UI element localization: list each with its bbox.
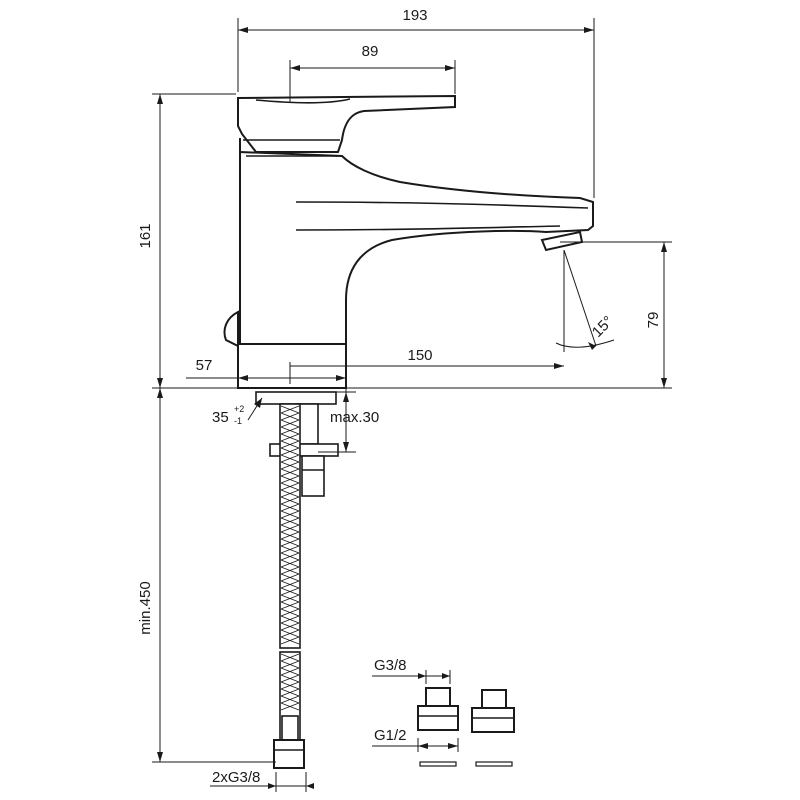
- lever-contour-line: [255, 98, 351, 104]
- hose-ferrule: [281, 715, 299, 741]
- faucet-body: [223, 94, 594, 389]
- braid-strand: [280, 674, 300, 683]
- braid-strand: [280, 622, 300, 631]
- braid-strand: [280, 601, 300, 610]
- underdeck-assembly: [255, 391, 339, 769]
- braided-hose-upper: [279, 403, 301, 649]
- label-overall-width: 193: [402, 7, 427, 24]
- braid-strand: [280, 594, 300, 603]
- braid-strand: [280, 531, 300, 540]
- braid-strand: [280, 688, 300, 697]
- braid-strand: [280, 468, 300, 477]
- braid-strand: [280, 524, 300, 533]
- braid-strand: [280, 559, 300, 568]
- braid-strand: [280, 702, 300, 711]
- braid-strand: [280, 412, 300, 421]
- braid-strand: [280, 454, 300, 463]
- braid-strand: [280, 629, 300, 638]
- label-min-hose-length: min.450: [137, 581, 154, 634]
- braid-strand: [280, 419, 300, 428]
- hose-connector-nut: [273, 739, 305, 769]
- label-lever-width: 89: [362, 43, 379, 60]
- braid-strand: [280, 636, 300, 645]
- label-hole-tolerance-lower: -1: [234, 416, 242, 426]
- spout-upper-line: [295, 201, 589, 209]
- adapter-left: [417, 687, 459, 767]
- label-overall-height: 161: [137, 223, 154, 248]
- braid-strand: [280, 503, 300, 512]
- spout-lower-line: [295, 225, 561, 231]
- braid-strand: [280, 426, 300, 435]
- braid-strand: [280, 681, 300, 690]
- fixing-nut: [301, 455, 325, 497]
- aerator: [540, 230, 584, 252]
- braid-strand: [280, 615, 300, 624]
- braid-strand: [280, 461, 300, 470]
- braid-strand: [280, 489, 300, 498]
- braid-strand: [280, 660, 300, 669]
- label-adapter-thread-top: G3/8: [374, 657, 407, 674]
- label-spout-height: 79: [645, 312, 662, 329]
- braid-strand: [280, 608, 300, 617]
- braid-strand: [280, 447, 300, 456]
- label-max-deck-thickness: max.30: [330, 409, 379, 426]
- label-adapter-thread-bottom: G1/2: [374, 727, 407, 744]
- faucet-housing: [239, 138, 594, 389]
- braid-strand: [280, 496, 300, 505]
- dimension-lines: [152, 18, 672, 792]
- label-spout-reach: 150: [407, 347, 432, 364]
- braid-strand: [280, 405, 300, 414]
- fixing-plate: [255, 391, 337, 405]
- adapter-right: [471, 689, 515, 767]
- braid-strand: [280, 695, 300, 704]
- dimension-labels: 193 89 161 79 15° 57 150 35 +2 -1 max.30…: [137, 7, 662, 786]
- braid-strand: [280, 510, 300, 519]
- braid-strand: [280, 475, 300, 484]
- braid-strand: [280, 482, 300, 491]
- braid-strand: [280, 566, 300, 575]
- hose-braid-pattern: [280, 405, 300, 711]
- braid-strand: [280, 587, 300, 596]
- braid-strand: [280, 653, 300, 662]
- braid-strand: [280, 552, 300, 561]
- braid-strand: [280, 545, 300, 554]
- label-hole-tolerance-upper: +2: [234, 404, 244, 414]
- braid-strand: [280, 580, 300, 589]
- braid-strand: [280, 573, 300, 582]
- braid-strand: [280, 517, 300, 526]
- braid-strand: [280, 538, 300, 547]
- lever-handle: [237, 94, 456, 153]
- label-base-offset: 57: [196, 357, 213, 374]
- popup-knob: [223, 310, 239, 348]
- label-hole-diameter: 35: [212, 409, 229, 426]
- braid-strand: [280, 433, 300, 442]
- braid-strand: [280, 667, 300, 676]
- braid-strand: [280, 440, 300, 449]
- label-hose-connection: 2xG3/8: [212, 769, 260, 786]
- thread-adapters: [417, 687, 515, 767]
